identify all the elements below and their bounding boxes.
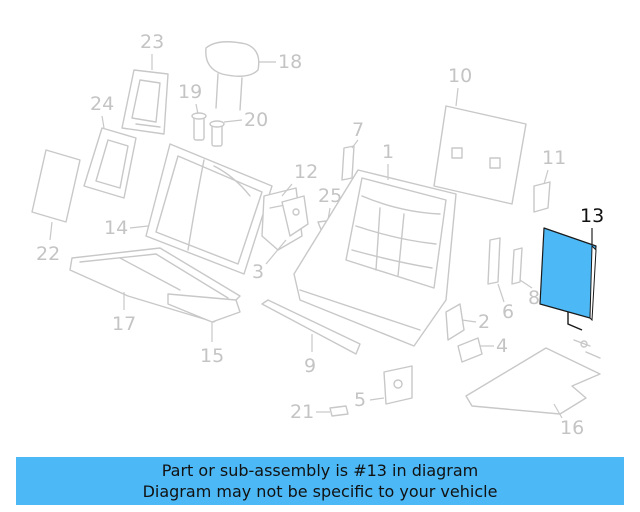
callout-21: 21 [290, 401, 314, 423]
part-16[interactable] [465, 339, 601, 415]
callout-22: 22 [36, 243, 60, 265]
part-19[interactable] [191, 112, 207, 141]
part-3[interactable] [281, 195, 309, 237]
callout-23: 23 [140, 31, 164, 53]
callout-6: 6 [502, 301, 514, 323]
callout-15: 15 [200, 345, 224, 367]
callout-13: 13 [580, 205, 604, 227]
callout-17: 17 [112, 313, 136, 335]
part-13-highlighted[interactable] [539, 227, 597, 331]
part-20[interactable] [209, 120, 225, 147]
part-23[interactable] [121, 69, 169, 135]
callout-10: 10 [448, 65, 472, 87]
callout-18: 18 [278, 51, 302, 73]
part-7[interactable] [341, 145, 355, 181]
banner-line-1: Part or sub-assembly is #13 in diagram [161, 461, 479, 480]
callout-14: 14 [104, 217, 128, 239]
callout-16: 16 [560, 417, 584, 439]
info-banner: Part or sub-assembly is #13 in diagram D… [16, 457, 624, 505]
callout-25: 25 [318, 185, 342, 207]
callout-19: 19 [178, 81, 202, 103]
part-11[interactable] [533, 181, 551, 213]
part-18[interactable] [205, 41, 260, 111]
callout-11: 11 [542, 147, 566, 169]
part-15[interactable] [167, 293, 241, 323]
callout-9: 9 [304, 355, 316, 377]
part-6[interactable] [487, 237, 501, 285]
banner-line-2: Diagram may not be specific to your vehi… [142, 482, 498, 501]
callout-24: 24 [90, 93, 114, 115]
part-9[interactable] [261, 299, 361, 355]
part-21[interactable] [329, 405, 349, 417]
part-14[interactable] [145, 143, 273, 275]
callout-2: 2 [478, 311, 490, 333]
callout-3: 3 [252, 261, 264, 283]
part-22[interactable] [31, 149, 81, 223]
part-24[interactable] [83, 127, 137, 199]
callout-5: 5 [354, 389, 366, 411]
callout-4: 4 [496, 335, 508, 357]
part-2[interactable] [445, 303, 465, 341]
callout-12: 12 [294, 161, 318, 183]
part-1[interactable] [293, 169, 457, 347]
callout-1: 1 [382, 141, 394, 163]
part-10[interactable] [433, 105, 527, 205]
callout-7: 7 [352, 119, 364, 141]
parts-diagram: 23 18 19 20 24 22 14 [31, 31, 604, 439]
part-8[interactable] [511, 247, 523, 285]
callout-8: 8 [528, 287, 540, 309]
part-4[interactable] [457, 337, 483, 363]
callout-20: 20 [244, 109, 268, 131]
part-5[interactable] [383, 365, 413, 405]
